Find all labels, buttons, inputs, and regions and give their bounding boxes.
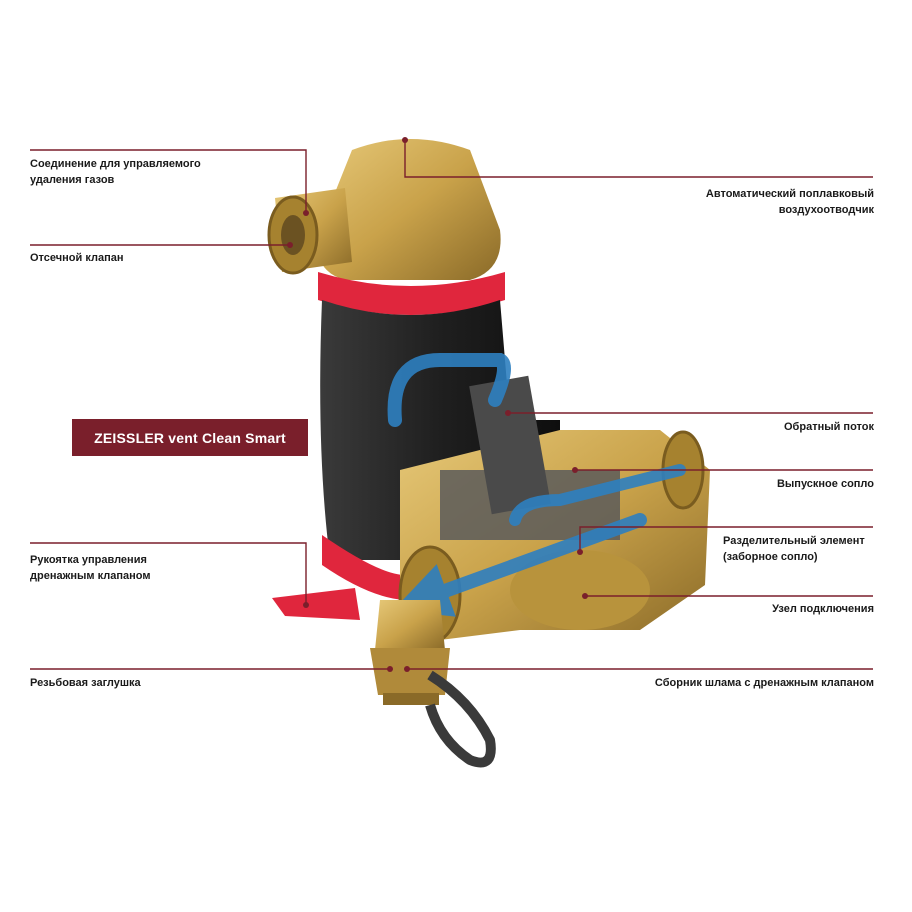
label-connection-unit: Узел подключения: [772, 603, 874, 615]
label-threaded-plug: Резьбовая заглушка: [30, 677, 141, 689]
leader-air-vent: [404, 140, 873, 178]
leader-separator: [579, 526, 873, 552]
label-drain-handle: Рукоятка управления дренажным клапаном: [30, 554, 151, 582]
label-sludge-collector: Сборник шлама с дренажным клапаном: [654, 677, 874, 689]
sludge-collector: [375, 600, 445, 650]
flow-outlet-path: [509, 464, 686, 526]
flow-return-path: [387, 353, 511, 427]
product-name-box: ZEISSLER vent Clean Smart: [72, 419, 308, 456]
drain-handle-lever: [272, 588, 360, 620]
label-air-vent: Автоматический поплавковый воздухоотводч…: [705, 188, 874, 216]
leader-lines: [30, 140, 873, 670]
upper-red-ring: [318, 272, 505, 315]
drain-loop: [425, 670, 496, 768]
lower-red-ring: [322, 535, 405, 600]
label-shutoff-valve: Отсечной клапан: [30, 252, 124, 264]
leader-dots: [287, 137, 588, 672]
label-return-flow: Обратный поток: [784, 421, 874, 433]
product-name: ZEISSLER vent Clean Smart: [94, 429, 286, 446]
label-gas-connection: Соединение для управляемого удаления газ…: [30, 158, 201, 186]
threaded-plug: [370, 648, 450, 695]
label-outlet-nozzle: Выпускное сопло: [776, 478, 874, 490]
leader-gas-connection: [30, 149, 307, 213]
flow-main-path: [393, 513, 647, 617]
label-separator: Разделительный элемент (заборное сопло): [723, 535, 865, 563]
air-vent-dome: [317, 139, 501, 280]
leader-drain-handle: [30, 542, 307, 605]
